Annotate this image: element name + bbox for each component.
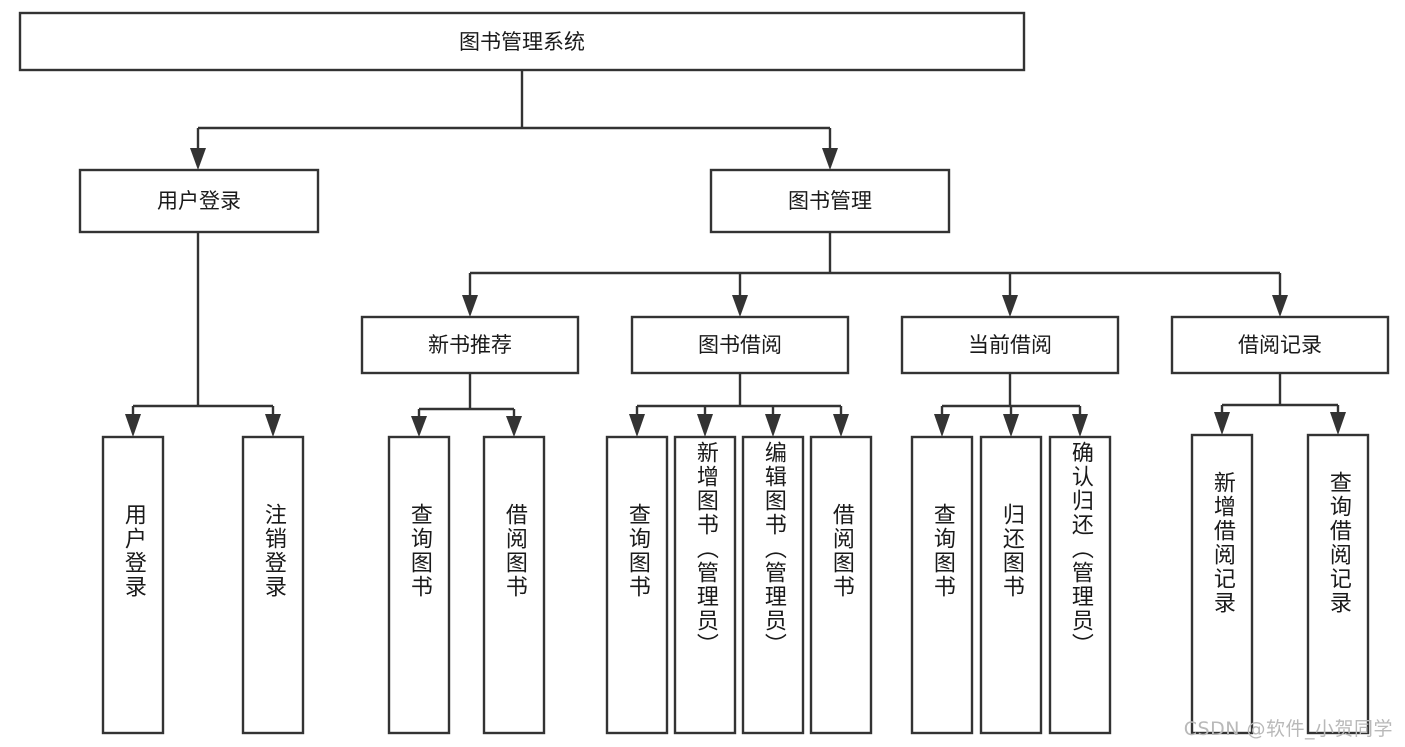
leaf-box-book-borrow-3[interactable] <box>809 435 873 735</box>
node-new-book-recommend[interactable] <box>360 315 580 375</box>
arrow-head-icon <box>822 148 838 170</box>
leaf-box-current-borrow-1[interactable] <box>979 435 1043 735</box>
node-current-borrow-label: 当前借阅 <box>968 333 1052 357</box>
node-new-book-recommend-label: 新书推荐 <box>428 333 512 357</box>
arrow-head-icon <box>1072 414 1088 437</box>
arrow-head-icon <box>732 295 748 317</box>
arrow-head-icon <box>265 414 281 437</box>
node-book-borrow[interactable] <box>630 315 850 375</box>
arrow-head-icon <box>1272 295 1288 317</box>
edge-currentborrow-to-leaves <box>934 373 1088 437</box>
node-book-management[interactable] <box>709 168 951 234</box>
edge-userlogin-to-leaves <box>125 232 281 437</box>
edge-bookmgmt-to-level3 <box>462 232 1288 317</box>
arrow-head-icon <box>629 414 645 437</box>
arrow-head-icon <box>506 416 522 437</box>
arrow-head-icon <box>125 414 141 437</box>
arrow-head-icon <box>765 414 781 437</box>
leaf-box-book-borrow-0[interactable] <box>605 435 669 735</box>
arrow-head-icon <box>1330 412 1346 435</box>
leaf-box-user-login-1[interactable] <box>241 435 305 735</box>
leaf-box-book-borrow-2[interactable] <box>741 435 805 735</box>
node-user-login[interactable] <box>78 168 320 234</box>
watermark-text: CSDN @软件_小贺同学 <box>1183 718 1393 740</box>
leaf-box-current-borrow-2[interactable] <box>1048 435 1112 735</box>
edge-borrowrecord-to-leaves <box>1214 373 1346 435</box>
leaf-box-user-login-0[interactable] <box>101 435 165 735</box>
leaf-box-new-book-1[interactable] <box>482 435 546 735</box>
edge-root-to-level2 <box>190 70 838 170</box>
node-root-label: 图书管理系统 <box>459 30 585 54</box>
edge-newbook-to-leaves <box>411 373 522 437</box>
node-user-login-label: 用户登录 <box>157 189 241 213</box>
leaf-box-borrow-record-1[interactable] <box>1306 433 1370 735</box>
node-book-management-label: 图书管理 <box>788 189 872 213</box>
node-current-borrow[interactable] <box>900 315 1120 375</box>
leaf-box-current-borrow-0[interactable] <box>910 435 974 735</box>
edge-bookborrow-to-leaves <box>629 373 849 437</box>
node-borrow-record-label: 借阅记录 <box>1238 333 1322 357</box>
leaf-box-book-borrow-1[interactable] <box>673 435 737 735</box>
node-root-book-management-system[interactable] <box>18 11 1026 72</box>
arrow-head-icon <box>1002 295 1018 317</box>
arrow-head-icon <box>1214 412 1230 435</box>
arrow-head-icon <box>462 295 478 317</box>
leaf-box-borrow-record-0[interactable] <box>1190 433 1254 735</box>
arrow-head-icon <box>833 414 849 437</box>
arrow-head-icon <box>190 148 206 170</box>
arrow-head-icon <box>934 414 950 437</box>
leaf-box-new-book-0[interactable] <box>387 435 451 735</box>
node-borrow-record[interactable] <box>1170 315 1390 375</box>
arrow-head-icon <box>697 414 713 437</box>
arrow-head-icon <box>411 416 427 437</box>
node-book-borrow-label: 图书借阅 <box>698 333 782 357</box>
arrow-head-icon <box>1003 414 1019 437</box>
